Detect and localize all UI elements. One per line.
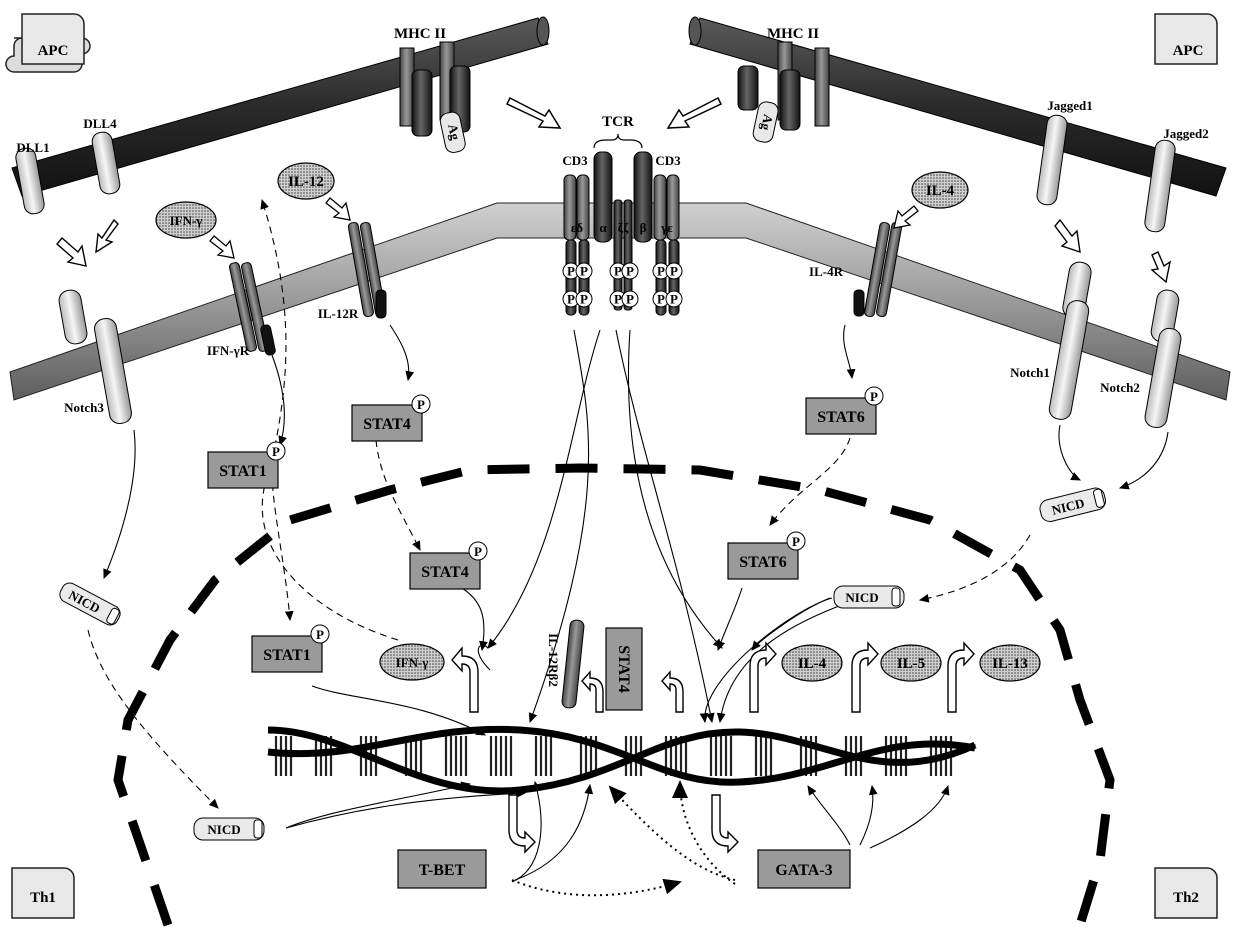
tcr-label: TCR [602,114,634,130]
svg-text:NICD: NICD [845,590,878,605]
il13-cytokine-out: IL-13 [980,645,1040,681]
svg-text:IL-12Rβ2: IL-12Rβ2 [546,633,561,687]
svg-text:STAT6: STAT6 [817,409,864,426]
scroll-apc-left: APC [6,14,90,72]
stat1-nucleus-box: STAT1 P [252,625,329,672]
svg-text:IFN-γ: IFN-γ [170,213,203,228]
cd3-left-label: CD3 [562,153,588,168]
dna-helix [268,729,975,791]
notch2-label: Notch2 [1100,380,1140,395]
dotted-signal-lines [512,782,735,895]
scroll-th1: Th1 [12,868,74,918]
mhc-right-label: MHC II [767,26,819,42]
il12-cytokine-top: IL-12 [278,163,334,199]
il4-cytokine-out: IL-4 [782,645,842,681]
svg-text:NICD: NICD [207,822,240,837]
tcr-beta-label: β [640,220,647,235]
phospho-label: P [657,264,665,279]
il4-cytokine-top: IL-4 [912,172,968,208]
svg-text:P: P [417,397,425,412]
notch1-label: Notch1 [1010,365,1050,380]
svg-text:IL-12: IL-12 [288,174,324,190]
dll4-label: DLL4 [83,116,117,131]
svg-text:STAT4: STAT4 [615,645,632,692]
jagged2-label: Jagged2 [1163,126,1209,141]
il4r-label: IL-4R [809,264,844,279]
stat4-vertical-box: STAT4 [606,628,642,710]
stat4-nucleus-box: STAT4 P [410,542,487,589]
scroll-apc-right: APC [1155,14,1217,64]
phospho-label: P [626,264,634,279]
phospho-label: P [614,292,622,307]
nicd-left-top: NICD [57,580,123,628]
apc-right-label: APC [1173,43,1204,59]
svg-text:STAT6: STAT6 [739,554,786,571]
phospho-label: P [626,292,634,307]
jagged1-label: Jagged1 [1047,98,1093,113]
tbet-box: T-BET [398,850,486,888]
nicd-right-mid: NICD [834,586,904,608]
th1-label: Th1 [30,890,56,906]
phospho-label: P [567,292,575,307]
svg-text:IL-4: IL-4 [926,183,955,199]
tcr-alpha-label: α [599,220,607,235]
zeta-label: ζζ [618,220,629,235]
il12rb2-receptor: IL-12Rβ2 [546,620,585,709]
il12r-label: IL-12R [318,306,359,321]
stat1-top-box: STAT1 P [208,442,285,488]
phospho-label: P [580,264,588,279]
ifng-cytokine-top: IFN-γ [156,202,216,238]
phospho-label: P [614,264,622,279]
cd3-chain-right-label: γε [660,220,673,235]
scroll-th2: Th2 [1155,868,1217,918]
svg-text:GATA-3: GATA-3 [775,862,832,879]
svg-text:P: P [870,389,878,404]
stat6-nucleus-box: STAT6 P [728,532,805,579]
ifng-cytokine-out: IFN-γ [380,644,444,680]
nicd-left-bottom: NICD [194,818,264,840]
il5-cytokine-out: IL-5 [881,645,941,681]
dll1-label: DLL1 [16,140,49,155]
mhc-left-label: MHC II [394,26,446,42]
svg-text:P: P [272,444,280,459]
phospho-label: P [567,264,575,279]
phospho-label: P [670,264,678,279]
svg-text:IFN-γ: IFN-γ [396,655,429,670]
svg-text:P: P [474,544,482,559]
stat4-top-box: STAT4 P [352,395,430,441]
svg-text:P: P [792,534,800,549]
stat6-top-box: STAT6 P [806,387,883,434]
svg-text:STAT1: STAT1 [219,463,266,480]
phospho-label: P [670,292,678,307]
svg-text:IL-4: IL-4 [798,656,827,672]
svg-text:STAT1: STAT1 [263,647,310,664]
svg-text:P: P [316,627,324,642]
phospho-label: P [657,292,665,307]
phospho-label: P [580,292,588,307]
svg-text:T-BET: T-BET [419,862,466,879]
nicd-right-top: NICD [1038,486,1107,523]
svg-text:STAT4: STAT4 [363,416,410,433]
cd3-right-label: CD3 [655,153,681,168]
svg-text:IL-5: IL-5 [897,656,925,672]
gata3-box: GATA-3 [758,850,850,888]
cd3-chain-left-label: εδ [571,220,584,235]
apc-left-label: APC [38,43,69,59]
notch3-label: Notch3 [64,400,104,415]
svg-text:IL-13: IL-13 [992,656,1028,672]
ifngr-label: IFN-γR [207,343,250,358]
th2-label: Th2 [1173,890,1199,906]
signal-lines [104,325,1168,882]
svg-text:STAT4: STAT4 [421,564,468,581]
